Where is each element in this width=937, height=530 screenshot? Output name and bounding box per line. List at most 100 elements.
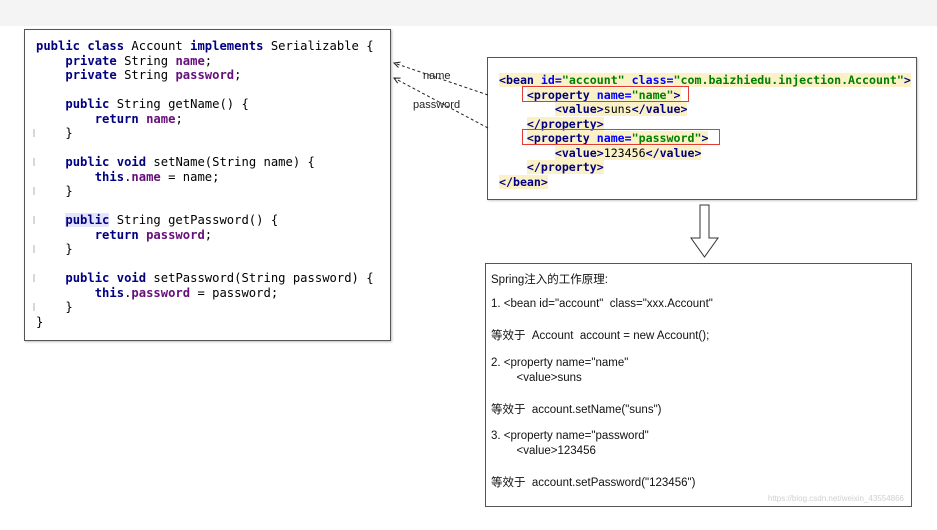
xml-code-token: </value> [645, 145, 702, 160]
java-code-token: . [124, 169, 132, 184]
java-code-token: = password; [190, 285, 279, 300]
xml-code-line: <value>123456</value> [499, 145, 702, 161]
xml-code-token: suns [603, 102, 632, 116]
top-strip [0, 0, 937, 26]
xml-code-line: <bean id="account" class="com.baizhiedu.… [499, 73, 911, 88]
xml-code-token: name= [596, 87, 632, 102]
xml-code-token: > [903, 73, 911, 87]
java-code-token: return [94, 111, 139, 126]
java-code-token: void [116, 271, 147, 285]
java-code-line: } [36, 300, 72, 315]
step2-line1: 2. <property name="name" [491, 357, 629, 369]
java-code-token [139, 112, 146, 126]
step2-equivalent: 等效于 account.setName("suns") [491, 404, 662, 416]
highlight-box-name-property [522, 86, 689, 102]
java-code-token [36, 213, 65, 227]
xml-code-token [499, 146, 555, 160]
xml-code-line: </property> [499, 160, 604, 175]
java-code-token: setName(String name) { [146, 155, 315, 169]
step3-line1: 3. <property name="password" [491, 430, 649, 442]
java-code-line: public void setPassword(String password)… [36, 271, 374, 286]
java-code-token [36, 271, 65, 285]
xml-code-line: <property name="name"> [499, 87, 681, 103]
down-arrow-icon [690, 204, 719, 258]
explanation-title: Spring注入的工作原理: [491, 274, 608, 286]
xml-code-line: </bean> [499, 174, 548, 190]
java-code-token: . [124, 285, 132, 300]
explanation-panel: Spring注入的工作原理: 1. <bean id="account" cla… [485, 263, 912, 507]
java-code-token: return [94, 227, 139, 242]
java-code-token [36, 97, 65, 111]
xml-code-token: "account" [561, 73, 625, 87]
java-code-line: public void setName(String name) { [36, 155, 315, 170]
java-code-line: } [36, 242, 73, 257]
java-code-token: void [116, 155, 147, 169]
java-code-token: String getPassword() { [109, 213, 279, 227]
java-code-token [109, 271, 116, 285]
xml-code-token: > [701, 131, 709, 145]
java-code-line: return name; [36, 112, 183, 127]
xml-code-token [499, 102, 555, 116]
java-code-line: private String name; [36, 54, 212, 69]
java-code-panel: public class Account implements Serializ… [24, 29, 391, 341]
gutter-mark [33, 187, 35, 195]
xml-code-line: <value>suns</value> [499, 102, 688, 117]
java-code-line: this.password = password; [36, 286, 278, 301]
java-code-token: ; [234, 68, 242, 82]
gutter-mark [33, 129, 35, 137]
xml-code-token: <property [526, 131, 597, 145]
java-code-token: String [116, 68, 176, 82]
java-code-line: public String getPassword() { [36, 213, 278, 228]
xml-code-line: <property name="password"> [499, 131, 709, 146]
java-code-line: public String getName() { [36, 97, 248, 112]
xml-code-token: 123456 [603, 145, 646, 160]
xml-code-token: </property> [526, 160, 604, 174]
xml-code-token: </property> [526, 116, 604, 131]
xml-code-token: name= [596, 131, 632, 145]
java-code-token: } [36, 314, 44, 329]
java-code-token: public [65, 271, 110, 285]
java-code-token: } [36, 242, 73, 256]
xml-code-token: > [673, 87, 681, 102]
java-code-token: public [65, 155, 110, 169]
java-code-token [36, 112, 95, 126]
step1-text: 1. <bean id="account" class="xxx.Account… [491, 298, 713, 310]
java-code-token: private [65, 53, 117, 68]
gutter-mark [33, 303, 35, 311]
java-code-token: password [146, 227, 205, 242]
java-code-line: public class Account implements Serializ… [36, 39, 374, 54]
java-code-token: public [65, 97, 110, 111]
java-code-token: setPassword(String password) { [146, 271, 374, 285]
xml-code-token: <value> [554, 102, 604, 116]
java-code-token: implements [190, 39, 264, 53]
xml-code-token: <bean [499, 73, 541, 87]
java-code-token: public [36, 39, 81, 53]
java-code-token: ; [204, 53, 213, 68]
xml-code-token: <property [526, 87, 597, 102]
arrow-label-name: name [423, 70, 451, 82]
watermark: https://blog.csdn.net/weixin_43554866 [767, 494, 904, 503]
java-code-line: } [36, 315, 43, 330]
java-code-token [36, 68, 65, 82]
java-code-token: this [94, 169, 125, 184]
xml-code-token: </bean> [499, 174, 548, 189]
highlight-box-password-property [522, 129, 720, 145]
gutter-mark [33, 158, 35, 166]
xml-code-token: id= [540, 73, 562, 87]
java-code-token: } [36, 126, 73, 140]
java-code-token: Serializable { [263, 39, 374, 53]
java-code-token [109, 155, 116, 169]
java-code-line: } [36, 126, 73, 141]
arrow-label-password: password [413, 99, 461, 111]
java-code-line: this.name = name; [36, 169, 220, 185]
java-code-token [36, 170, 95, 184]
xml-code-token: <value> [554, 145, 604, 160]
java-code-token: public [65, 213, 110, 227]
xml-code-token: class= [631, 73, 674, 87]
java-code-token: ; [175, 111, 183, 126]
gutter-mark [33, 216, 35, 224]
java-code-token: name [146, 111, 176, 126]
xml-code-token [499, 160, 527, 174]
xml-code-line: </property> [499, 116, 604, 132]
java-code-token: private [65, 68, 117, 82]
